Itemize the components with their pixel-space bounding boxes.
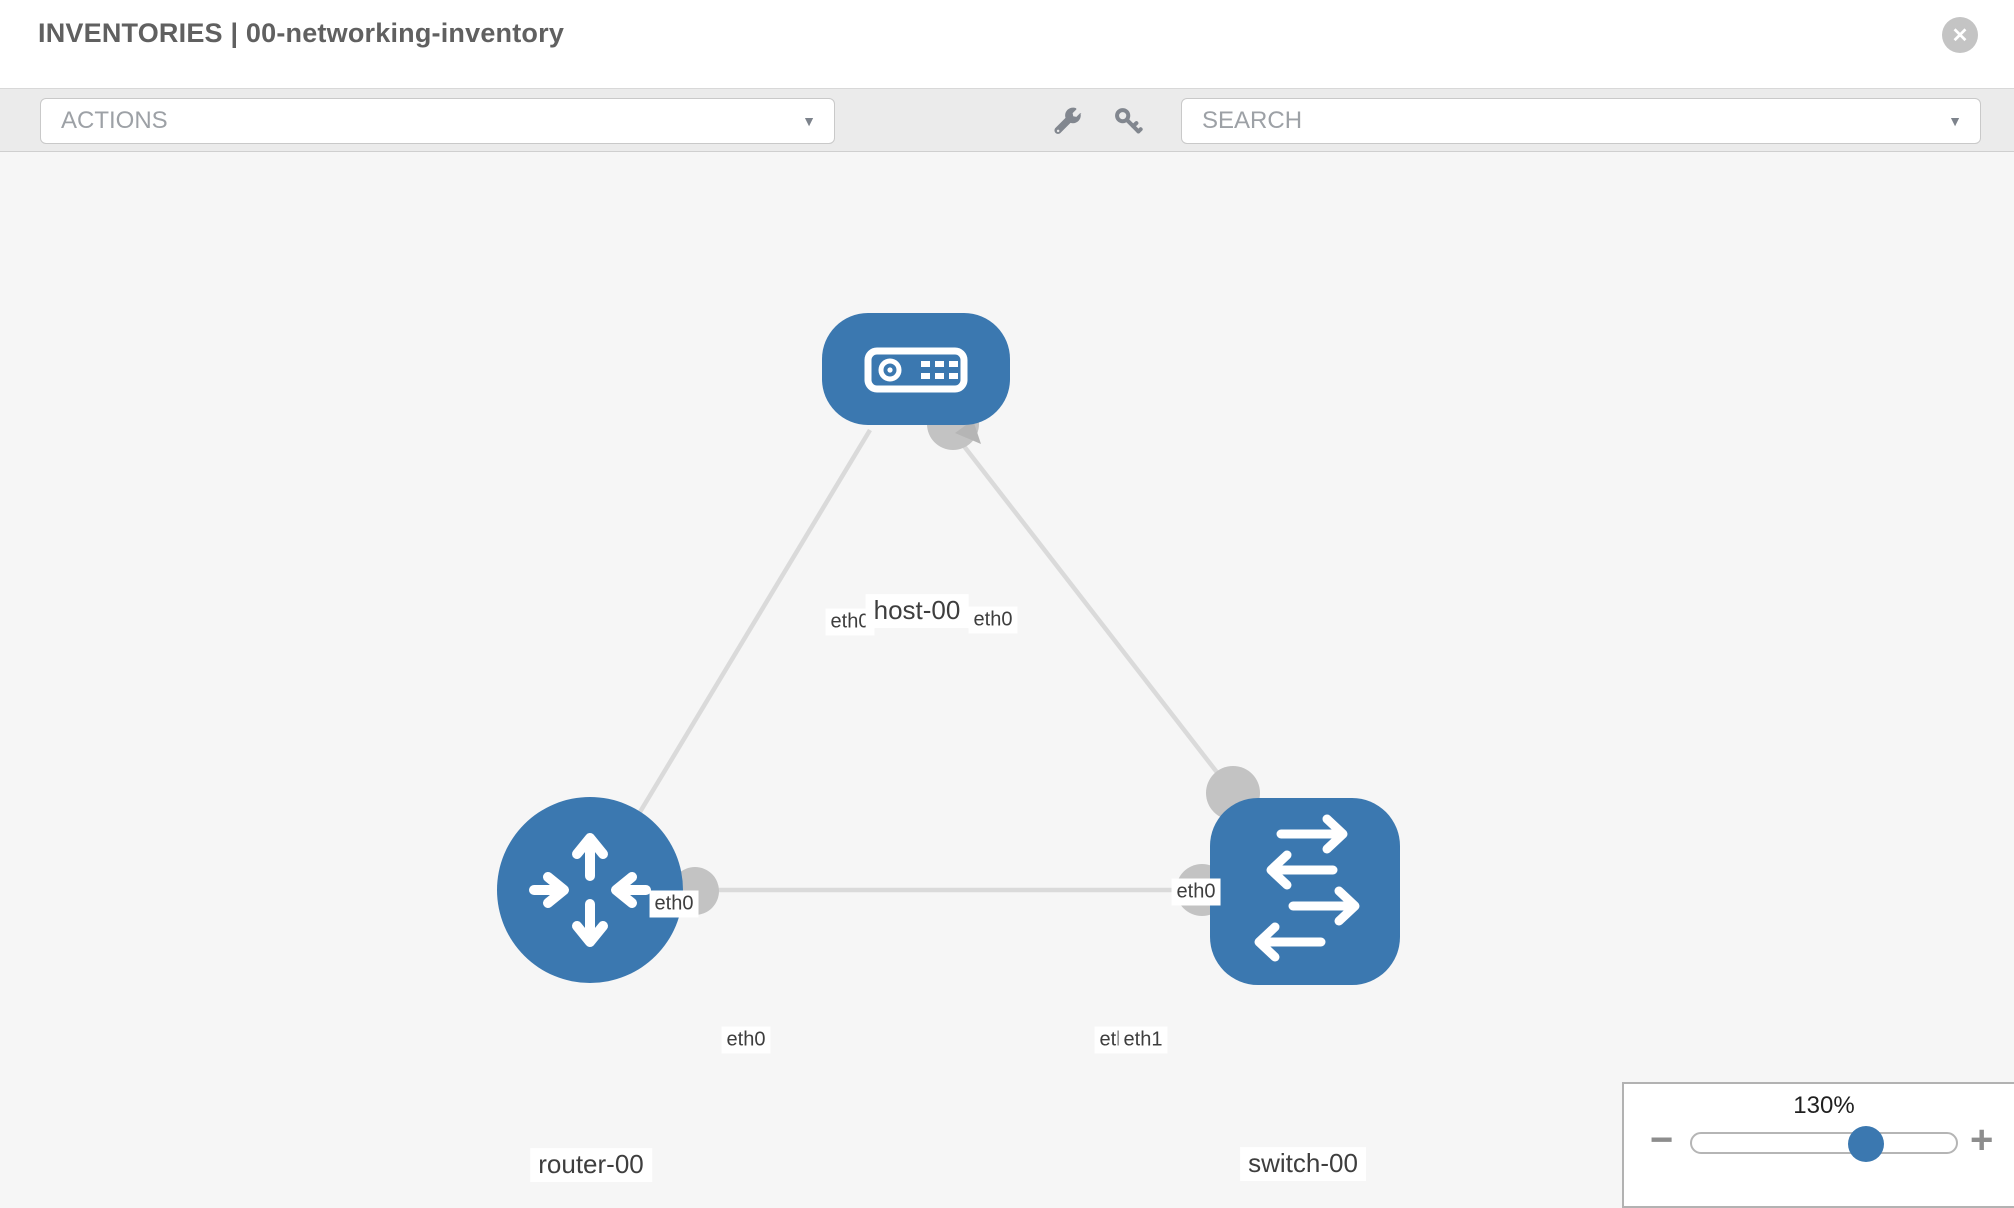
node-label-router-00: router-00 xyxy=(530,1148,652,1182)
link-host-switch[interactable] xyxy=(951,430,1235,795)
header-bar: INVENTORIES | 00-networking-inventory ✕ xyxy=(0,0,2014,88)
interface-label: eth0 xyxy=(649,890,699,918)
chevron-down-icon: ▼ xyxy=(802,113,816,129)
zoom-level-value: 130% xyxy=(1793,1092,1855,1119)
wrench-icon xyxy=(1054,107,1082,134)
key-icon xyxy=(1115,108,1143,134)
interface-label: eth0 xyxy=(721,1026,771,1054)
router-icon xyxy=(529,833,651,947)
chevron-down-icon: ▼ xyxy=(1948,113,1962,129)
zoom-slider-track[interactable] xyxy=(1690,1132,1958,1154)
search-dropdown-label: SEARCH xyxy=(1202,107,1303,134)
node-host-00[interactable] xyxy=(822,313,1010,425)
switch-icon xyxy=(1254,814,1360,962)
node-router-00[interactable] xyxy=(497,797,683,983)
close-icon: ✕ xyxy=(1951,24,1969,47)
interface-label: eth1 xyxy=(1118,1026,1168,1054)
node-label-host-00: host-00 xyxy=(865,594,969,628)
edges-layer xyxy=(638,428,1235,893)
wrench-tool-button[interactable] xyxy=(1050,103,1086,139)
zoom-slider-thumb[interactable] xyxy=(1848,1126,1884,1162)
ports-layer xyxy=(671,398,1260,916)
topology-canvas[interactable]: eth0 eth0 eth0 eth0 eth0 eth0 eth1 host-… xyxy=(0,152,2014,1200)
interface-label: eth0 xyxy=(1171,878,1221,906)
zoom-control-panel: 130% − + xyxy=(1622,1082,2014,1208)
toolbar: ACTIONS ▼ SEARCH ▼ xyxy=(0,88,2014,152)
page-title: INVENTORIES | 00-networking-inventory xyxy=(38,18,565,48)
topology-graph xyxy=(497,313,1400,985)
actions-dropdown-label: ACTIONS xyxy=(61,107,168,134)
key-tool-button[interactable] xyxy=(1110,103,1146,139)
host-icon xyxy=(864,347,968,393)
search-dropdown[interactable]: SEARCH ▼ xyxy=(1181,98,1981,144)
link-host-router[interactable] xyxy=(638,428,872,814)
node-switch-00[interactable] xyxy=(1210,798,1400,985)
interface-label: eth0 xyxy=(968,606,1018,634)
close-button[interactable]: ✕ xyxy=(1942,17,1978,53)
node-label-switch-00: switch-00 xyxy=(1240,1147,1366,1181)
actions-dropdown[interactable]: ACTIONS ▼ xyxy=(40,98,835,144)
zoom-out-button[interactable]: − xyxy=(1650,1118,1674,1162)
zoom-in-button[interactable]: + xyxy=(1970,1118,1994,1162)
edge-arrowhead xyxy=(955,420,981,444)
